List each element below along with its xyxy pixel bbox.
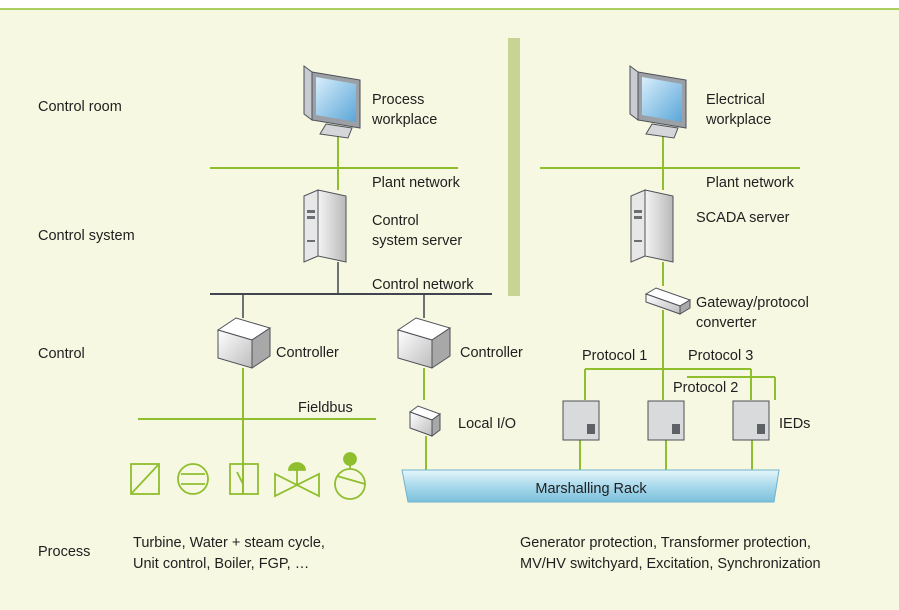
ied-3-icon xyxy=(732,400,770,441)
right-process-description-2: MV/HV switchyard, Excitation, Synchroniz… xyxy=(520,556,821,572)
local-io-icon xyxy=(408,405,442,437)
control-system-server-icon xyxy=(303,189,347,263)
control-system-server-label-2: system server xyxy=(372,233,462,249)
ied-1-icon xyxy=(562,400,600,441)
diagram-background xyxy=(0,9,899,610)
pump-motor-icon xyxy=(334,452,366,500)
gateway-label-2: converter xyxy=(696,315,757,331)
protocol-3-label: Protocol 3 xyxy=(688,348,753,364)
switch-icon xyxy=(229,463,259,495)
control-system-server-label-1: Control xyxy=(372,213,419,229)
gateway-label-1: Gateway/protocol xyxy=(696,295,809,311)
right-process-description-1: Generator protection, Transformer protec… xyxy=(520,535,811,551)
section-divider xyxy=(508,38,520,296)
gateway-converter-icon xyxy=(644,287,692,315)
valve-icon xyxy=(274,462,320,498)
fieldbus-label: Fieldbus xyxy=(298,400,353,416)
left-network-lines xyxy=(138,136,492,494)
scada-server-label: SCADA server xyxy=(696,210,790,226)
local-io-label: Local I/O xyxy=(458,416,516,432)
control-network-label: Control network xyxy=(372,277,474,293)
electrical-workplace-monitor-icon xyxy=(629,65,687,139)
marshalling-rack-label: Marshalling Rack xyxy=(535,481,647,497)
flow-meter-icon xyxy=(177,463,209,495)
left-process-description-1: Turbine, Water + steam cycle, xyxy=(133,535,325,551)
controller-2-label: Controller xyxy=(460,345,523,361)
level-label-process: Process xyxy=(38,544,90,560)
controller-1-icon xyxy=(216,317,272,369)
protocol-2-label: Protocol 2 xyxy=(673,380,738,396)
ieds-label: IEDs xyxy=(779,416,810,432)
controller-2-icon xyxy=(396,317,452,369)
transmitter-icon xyxy=(130,463,160,495)
marshalling-rack xyxy=(401,469,780,503)
left-process-description-2: Unit control, Boiler, FGP, … xyxy=(133,556,309,572)
left-plant-network-label: Plant network xyxy=(372,175,461,191)
scada-server-icon xyxy=(630,189,674,263)
right-plant-network-label: Plant network xyxy=(706,175,795,191)
process-workplace-label-1: Process xyxy=(372,92,424,108)
process-workplace-label-2: workplace xyxy=(371,112,437,128)
electrical-workplace-label-2: workplace xyxy=(705,112,771,128)
electrical-workplace-label-1: Electrical xyxy=(706,92,765,108)
level-label-control: Control xyxy=(38,346,85,362)
level-label-control-room: Control room xyxy=(38,99,122,115)
ied-2-icon xyxy=(647,400,685,441)
level-label-control-system: Control system xyxy=(38,228,135,244)
controller-1-label: Controller xyxy=(276,345,339,361)
process-workplace-monitor-icon xyxy=(303,65,361,139)
right-network-lines xyxy=(540,136,800,470)
protocol-1-label: Protocol 1 xyxy=(582,348,647,364)
